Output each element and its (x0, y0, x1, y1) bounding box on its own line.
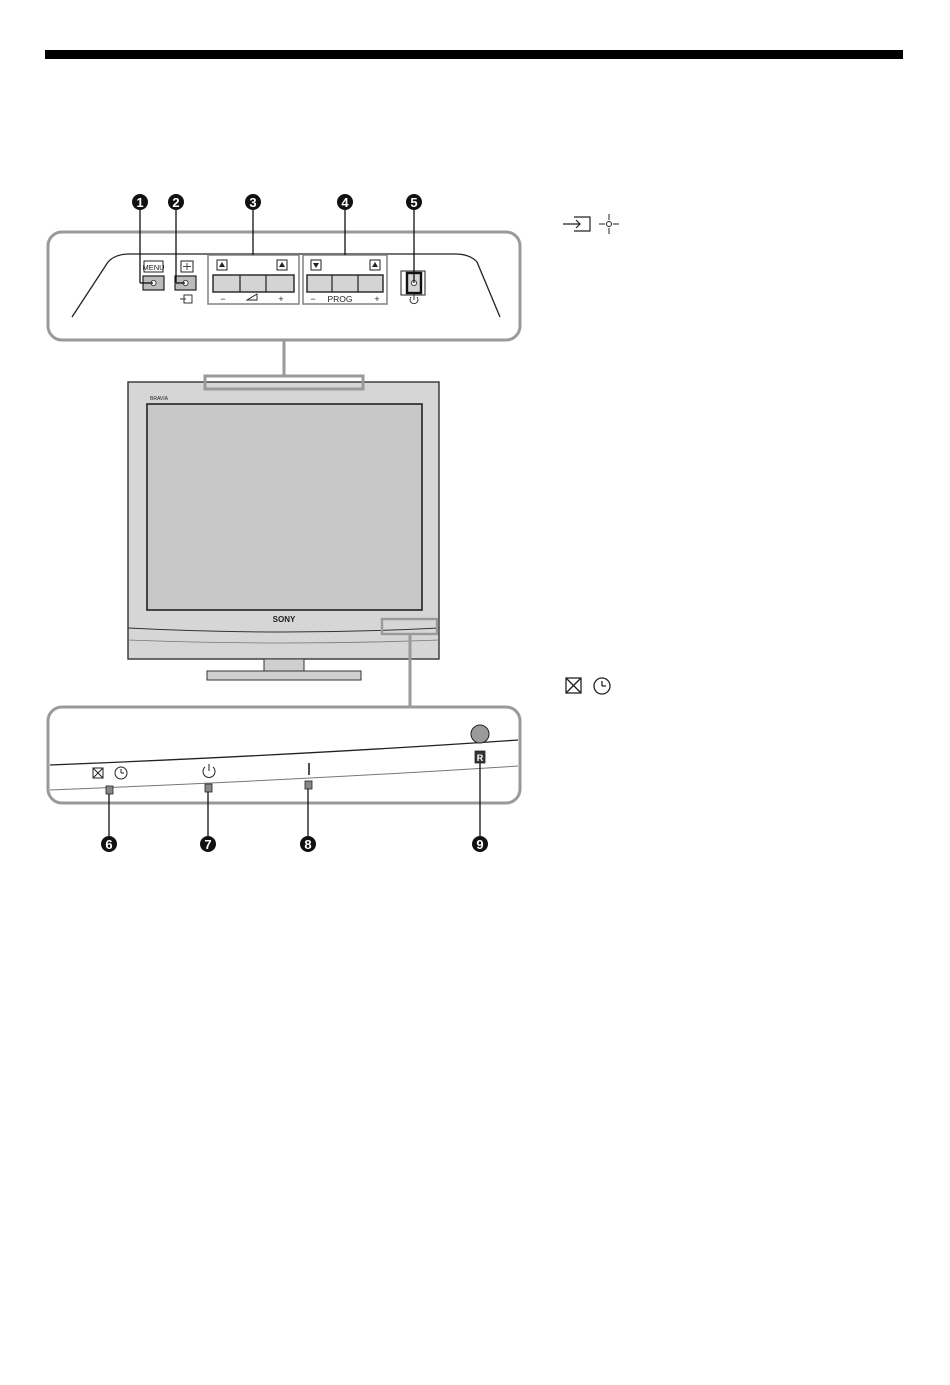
timer-icon (594, 678, 610, 694)
picture-off-timer-icons (93, 767, 127, 779)
callout-7: 7 (200, 792, 216, 852)
tv-stand-neck (264, 659, 304, 671)
bottom-panel-frame (48, 707, 520, 803)
menu-button[interactable]: MENU (142, 261, 164, 290)
tv-stand-base (207, 671, 361, 680)
callout-5: 5 (406, 194, 422, 283)
svg-text:3: 3 (249, 195, 256, 210)
standby-icon (203, 764, 215, 777)
television: BRAVIA SONY (128, 376, 439, 680)
remote-sensor: R (475, 751, 485, 763)
standby-led (205, 784, 212, 792)
callout-9: 9 (472, 763, 488, 852)
menu-label: MENU (142, 263, 164, 272)
volume-minus-label: − (220, 294, 225, 304)
picture-off-timer-led (106, 786, 113, 794)
volume-plus-label: + (278, 294, 283, 304)
volume-icon (247, 294, 257, 300)
svg-text:2: 2 (172, 195, 179, 210)
input-icon-small (180, 295, 192, 303)
antenna-icon (599, 214, 619, 234)
tv-screen (147, 404, 422, 610)
callout-8: 8 (300, 789, 316, 852)
prog-minus-label: − (310, 294, 315, 304)
sony-logo: SONY (273, 615, 296, 624)
svg-text:8: 8 (304, 837, 311, 852)
prog-label: PROG (327, 294, 352, 304)
svg-text:5: 5 (410, 195, 417, 210)
power-button[interactable] (401, 271, 425, 304)
svg-text:9: 9 (476, 837, 483, 852)
input-button[interactable] (175, 261, 196, 303)
svg-text:1: 1 (136, 195, 143, 210)
power-on-led (305, 781, 312, 789)
callout-4: 4 (337, 194, 353, 255)
prog-plus-label: + (374, 294, 379, 304)
svg-text:4: 4 (341, 195, 349, 210)
bravia-label: BRAVIA (150, 396, 169, 402)
volume-buttons[interactable]: − + (208, 255, 299, 304)
programme-buttons[interactable]: − PROG + (303, 255, 387, 304)
svg-text:6: 6 (105, 837, 112, 852)
input-icon (563, 217, 590, 231)
light-sensor (471, 725, 489, 743)
picture-off-icon (566, 678, 581, 693)
remote-sensor-label: R (477, 753, 484, 763)
callout-3: 3 (245, 194, 261, 255)
svg-text:7: 7 (204, 837, 211, 852)
